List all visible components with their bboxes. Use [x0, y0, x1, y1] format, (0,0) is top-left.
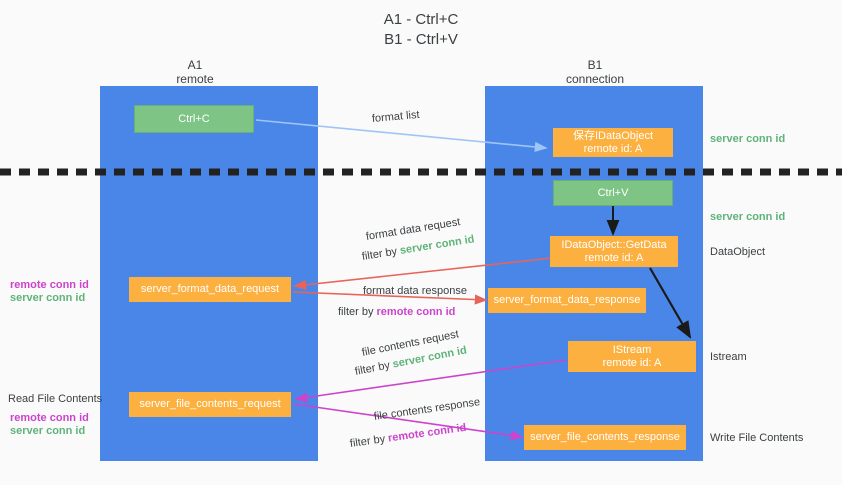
left-label-server-conn-id-1: server conn id: [10, 292, 86, 304]
left-label-read-file-contents: Read File Contents: [8, 393, 103, 405]
filter-prefix-2: filter by: [338, 306, 377, 318]
box-ctrl-v-label: Ctrl+V: [597, 186, 629, 199]
box-server-format-data-request-label: server_format_data_request: [140, 283, 280, 295]
box-ctrl-c-label: Ctrl+C: [178, 112, 210, 125]
left-label-server-conn-id-2: server conn id: [10, 425, 86, 437]
box-ctrl-c[interactable]: Ctrl+C: [134, 105, 254, 133]
flow-label-format-data-response: format data response: [363, 284, 467, 298]
lane-header-b1: B1 connection: [520, 58, 670, 86]
box-server-file-contents-response-label: server_file_contents_response: [530, 431, 680, 443]
title-line-1: A1 - Ctrl+C: [383, 11, 459, 28]
box-server-file-contents-response[interactable]: server_file_contents_response: [524, 425, 686, 450]
filter-target-remote-conn-id-1: remote conn id: [376, 306, 456, 318]
box-idataobject-store[interactable]: 保存IDataObject remote id: A: [553, 128, 673, 157]
diagram-title: A1 - Ctrl+C B1 - Ctrl+V: [0, 10, 842, 50]
box-idataobject-getdata[interactable]: IDataObject::GetData remote id: A: [550, 236, 678, 267]
right-label-server-conn-id-mid: server conn id: [710, 211, 786, 223]
lane-a1-sub: remote: [176, 72, 214, 86]
box-server-file-contents-request-label: server_file_contents_request: [139, 398, 281, 410]
title-line-2: B1 - Ctrl+V: [384, 31, 458, 48]
flow-label-file-contents-response: file contents response: [373, 395, 481, 424]
flow-filter-format-data-response: filter by remote conn id: [338, 305, 455, 319]
filter-prefix-1: filter by: [361, 245, 401, 263]
box-server-format-data-request[interactable]: server_format_data_request: [129, 277, 291, 302]
right-label-write-file-contents: Write File Contents: [710, 432, 804, 444]
filter-prefix-4: filter by: [349, 432, 389, 450]
box-idataobject-store-line1: 保存IDataObject: [572, 129, 654, 142]
box-istream-line2: remote id: A: [602, 356, 662, 369]
lane-header-a1: A1 remote: [120, 58, 270, 86]
filter-prefix-3: filter by: [353, 358, 394, 378]
flow-filter-file-contents-response: filter by remote conn id: [349, 421, 467, 451]
right-label-dataobject: DataObject: [710, 246, 766, 258]
lane-b1-sub: connection: [565, 72, 625, 86]
box-idataobject-getdata-line2: remote id: A: [584, 251, 644, 264]
box-idataobject-store-line2: remote id: A: [583, 142, 643, 155]
left-label-remote-conn-id-1: remote conn id: [10, 279, 89, 291]
left-label-remote-conn-id-2: remote conn id: [10, 412, 89, 424]
filter-target-remote-conn-id-2: remote conn id: [387, 421, 468, 445]
box-ctrl-v[interactable]: Ctrl+V: [553, 180, 673, 206]
box-istream-line1: IStream: [612, 343, 652, 356]
box-server-file-contents-request[interactable]: server_file_contents_request: [129, 392, 291, 417]
box-idataobject-getdata-line1: IDataObject::GetData: [561, 238, 667, 251]
flow-label-file-contents-response-text: file contents response: [373, 396, 481, 423]
right-label-istream: Istream: [710, 351, 747, 363]
lane-b1-name: B1: [587, 58, 603, 72]
box-server-format-data-response-label: server_format_data_response: [493, 294, 641, 306]
right-label-server-conn-id-top: server conn id: [710, 133, 786, 145]
flow-label-format-list-text: format list: [371, 108, 421, 125]
lane-a1-name: A1: [187, 58, 203, 72]
box-istream[interactable]: IStream remote id: A: [568, 341, 696, 372]
flow-label-format-list: format list: [371, 108, 420, 126]
flow-label-format-data-response-text: format data response: [363, 285, 467, 297]
box-server-format-data-response[interactable]: server_format_data_response: [488, 288, 646, 313]
